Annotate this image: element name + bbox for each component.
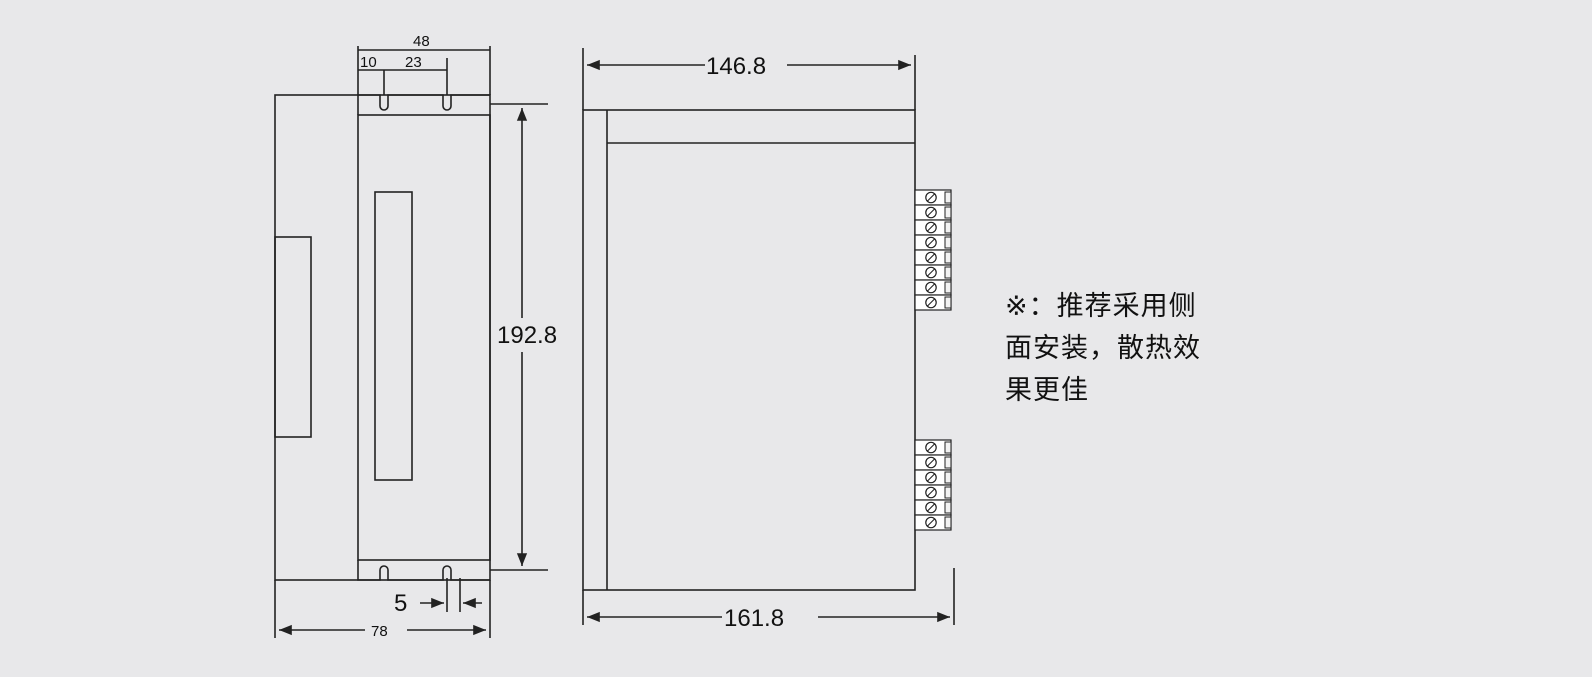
upper-terminal-3 — [914, 219, 952, 236]
dim-78-label: 78 — [371, 623, 388, 640]
lower-terminal-3 — [914, 469, 952, 486]
bottom-flange — [357, 560, 490, 581]
dim-146-8-label: 146.8 — [706, 53, 766, 80]
front-view — [274, 94, 491, 581]
dim-10-label: 10 — [360, 54, 377, 71]
front-window — [374, 191, 413, 481]
upper-terminal-2 — [914, 204, 952, 221]
dim-48-label: 48 — [413, 33, 430, 50]
side-body — [582, 109, 916, 591]
upper-terminal-6 — [914, 264, 952, 281]
note-line-1: ※：推荐采用侧 — [1005, 291, 1197, 322]
mounting-note: ※：推荐采用侧 面安装，散热效 果更佳 — [1005, 286, 1265, 412]
lower-terminal-2 — [914, 454, 952, 471]
lower-terminal-1 — [914, 439, 952, 456]
lower-terminal-6 — [914, 514, 952, 531]
front-back-plate — [274, 94, 491, 581]
upper-terminal-4 — [914, 234, 952, 251]
upper-terminal-7 — [914, 279, 952, 296]
dim-23-label: 23 — [405, 54, 422, 71]
top-flange — [357, 94, 490, 115]
lower-terminal-4 — [914, 484, 952, 501]
note-line-2: 面安装，散热效 — [1005, 333, 1201, 364]
lower-terminal-5 — [914, 499, 952, 516]
front-main-body — [357, 114, 491, 561]
front-side-block — [274, 236, 312, 438]
upper-terminal-block — [914, 189, 952, 311]
side-view — [582, 109, 916, 591]
upper-terminal-8 — [914, 294, 952, 311]
dim-192-8-label: 192.8 — [497, 322, 557, 349]
upper-terminal-5 — [914, 249, 952, 266]
upper-terminal-1 — [914, 189, 952, 206]
lower-terminal-block — [914, 439, 952, 531]
dim-161-8-label: 161.8 — [724, 605, 784, 632]
note-line-3: 果更佳 — [1005, 375, 1089, 406]
dim-5-label: 5 — [394, 590, 407, 617]
